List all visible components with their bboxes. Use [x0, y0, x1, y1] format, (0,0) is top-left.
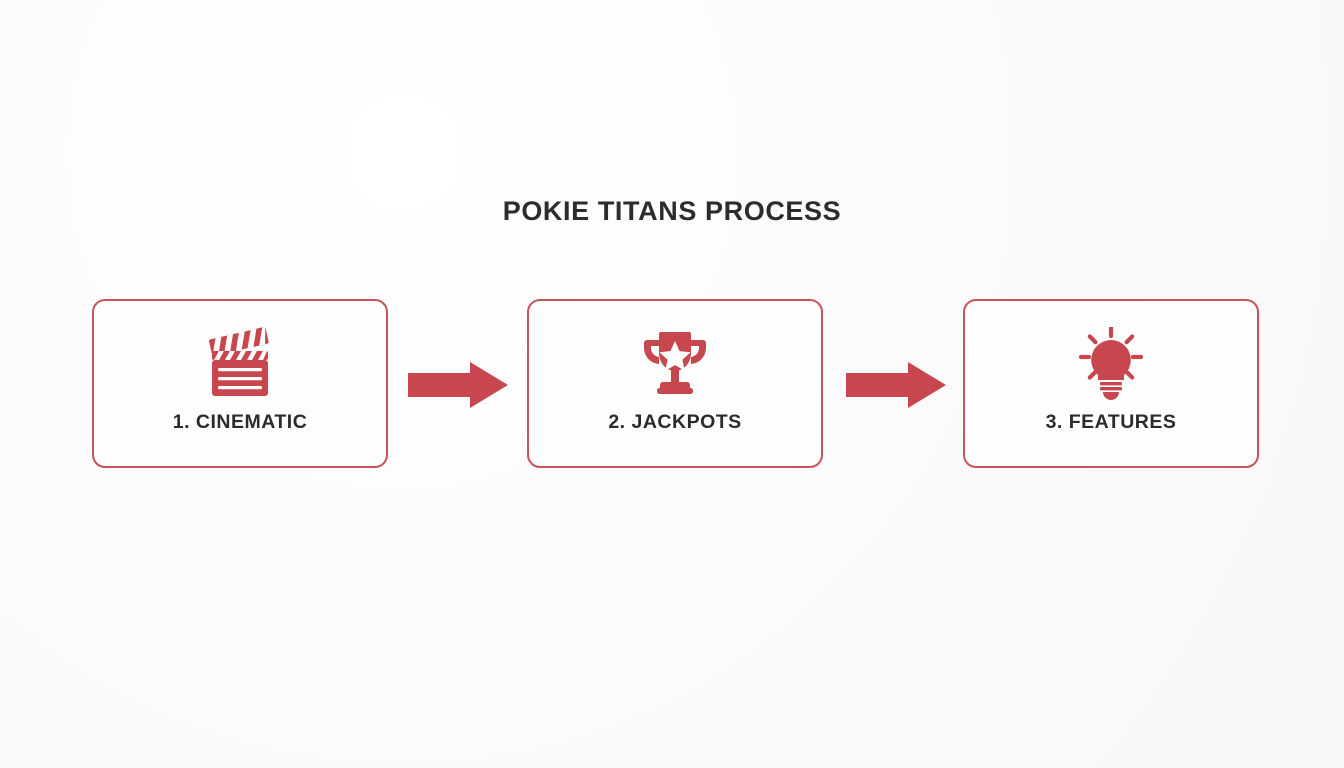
arrow-right-icon — [846, 361, 946, 409]
lightbulb-icon — [1069, 327, 1153, 401]
process-step-label-3: 3. FEATURES — [1045, 411, 1177, 433]
trophy-star-icon — [633, 327, 717, 401]
clapperboard-icon — [198, 327, 282, 401]
process-step-card-2[interactable]: 2. JACKPOTS — [527, 299, 823, 468]
process-step-card-1[interactable]: 1. CINEMATIC — [92, 299, 388, 468]
page-title: POKIE TITANS PROCESS — [502, 196, 842, 226]
arrow-right-icon — [408, 361, 508, 409]
process-step-card-3[interactable]: 3. FEATURES — [963, 299, 1259, 468]
process-step-label-1: 1. CINEMATIC — [172, 411, 308, 433]
process-step-label-2: 2. JACKPOTS — [608, 411, 742, 433]
